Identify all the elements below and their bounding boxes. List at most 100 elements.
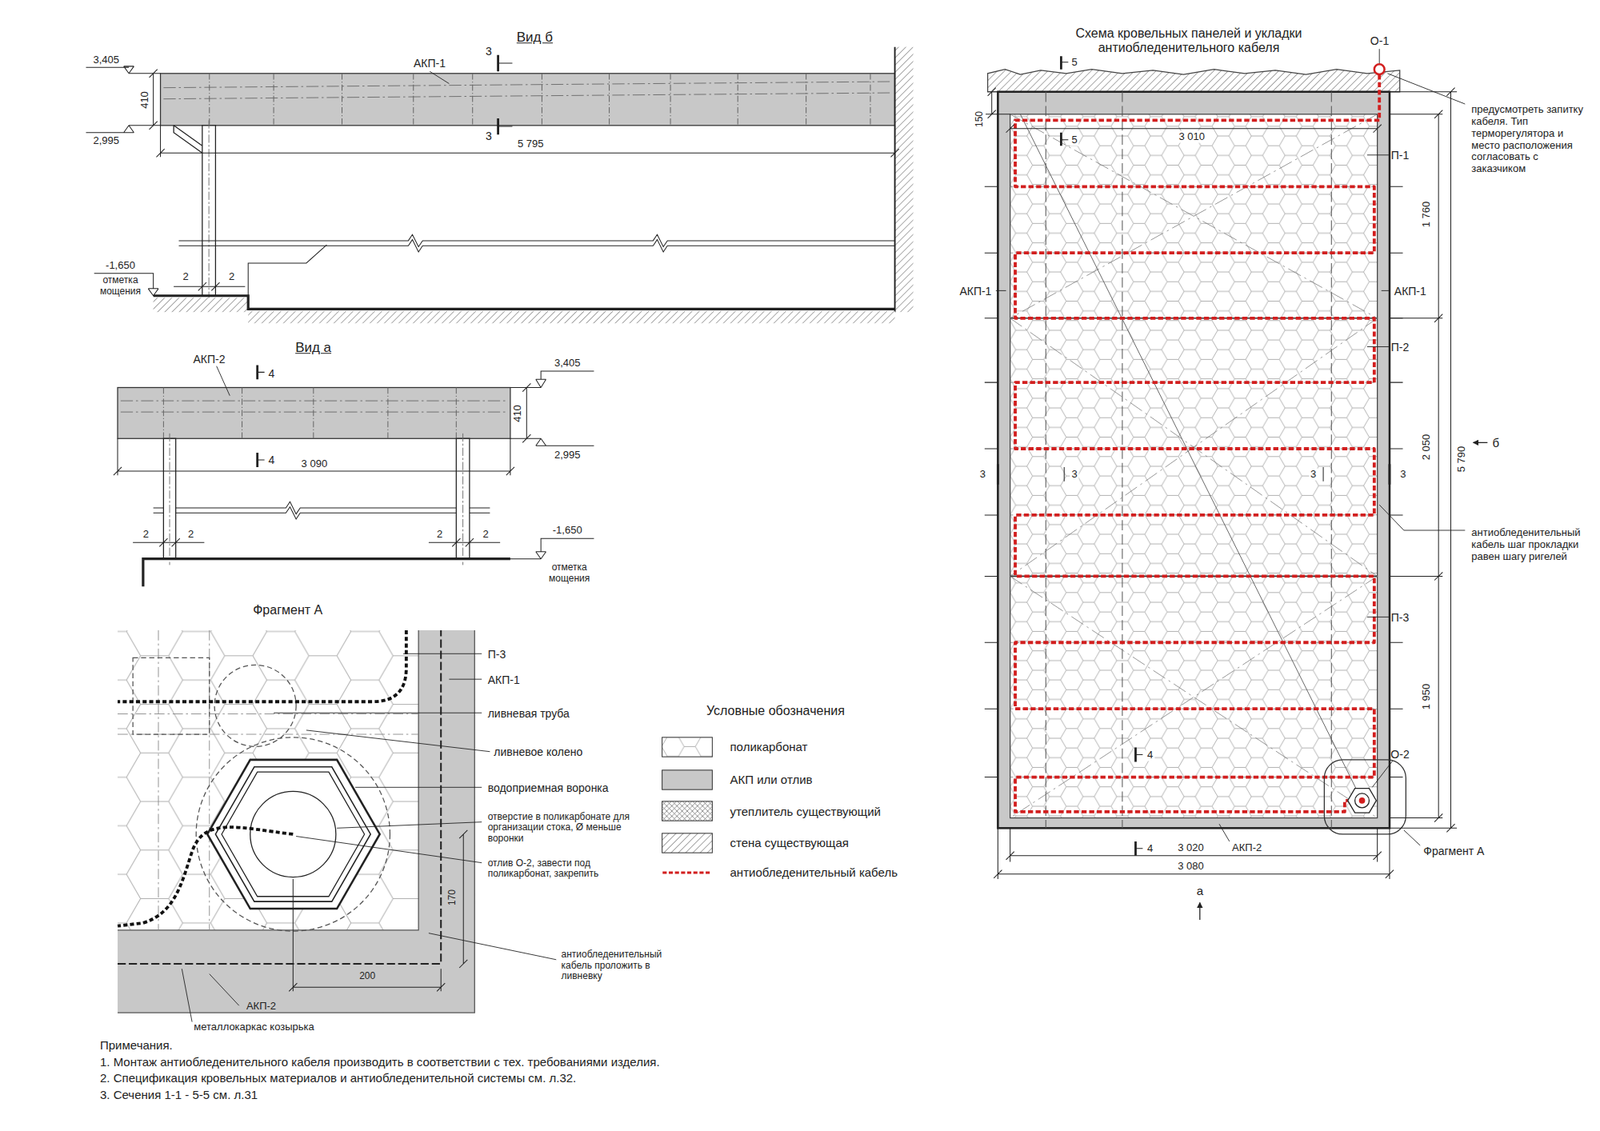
note-heading: Примечания. — [100, 1039, 173, 1053]
elevation-mark: 3,405 — [554, 357, 581, 370]
section-mark: 3 — [485, 44, 492, 58]
drawing-line — [117, 388, 511, 440]
dimension: 170 — [447, 889, 459, 906]
part-name: АКП-1 — [1394, 284, 1427, 297]
callout-text: металлокаркас козырька — [193, 1021, 315, 1034]
legend-swatch — [661, 736, 713, 758]
elevation-mark: -1,650 — [552, 524, 583, 537]
drawing-line — [1389, 110, 1443, 823]
panel-name: П-1 — [1391, 148, 1410, 162]
callout-text: ливневая труба — [488, 707, 570, 720]
part-name: АКП-2 — [192, 352, 225, 366]
view-arrow: б — [1492, 436, 1500, 450]
dimension: 200 — [359, 971, 376, 983]
drawing-line — [1359, 797, 1366, 804]
drawing-line — [510, 371, 595, 388]
drawing-line — [1045, 92, 1332, 829]
callout-text: водоприемная воронка — [488, 781, 609, 795]
legend-text: антиобледенительный кабель — [730, 865, 898, 880]
legend-item: антиобледенительный кабель — [661, 862, 898, 884]
drawing-line — [510, 538, 595, 560]
drawing-line — [1010, 114, 1378, 819]
legend-swatch — [661, 769, 713, 791]
drawing-line — [288, 879, 445, 992]
drawing-line — [169, 433, 464, 565]
legend-text: утеплитель существующий — [730, 804, 881, 819]
legend-item: поликарбонат — [661, 736, 808, 758]
dimension: 3 090 — [301, 458, 328, 471]
drawing-line — [221, 772, 365, 897]
drawing-line — [522, 383, 531, 443]
dimension: 3 010 — [1177, 130, 1208, 143]
elevation-view-a — [113, 364, 595, 587]
legend-title: Условные обозначения — [706, 704, 845, 719]
dimension: 410 — [139, 91, 152, 109]
section-mark: 3 — [1400, 468, 1406, 481]
panel-name: П-2 — [1391, 340, 1410, 354]
swatch-fill — [661, 737, 712, 757]
plan-title: Схема кровельных панелей и укладки антио… — [1056, 26, 1322, 56]
note-text: 2. Спецификация кровельных материалов и … — [100, 1072, 576, 1086]
part-name: АКП-1 — [488, 672, 520, 686]
callout-text: отверстие в поликарбонате для организаци… — [488, 812, 647, 845]
drawing-line — [156, 125, 899, 158]
legend-swatch — [661, 832, 713, 854]
section-mark: 4 — [268, 453, 275, 467]
part-name: О-2 — [1390, 748, 1409, 761]
part-name: АКП-1 — [413, 56, 446, 70]
drawing-line — [985, 88, 1011, 119]
drawing-line — [510, 438, 595, 446]
drawing-line — [996, 73, 1466, 846]
elevation-mark: 2,995 — [92, 135, 120, 148]
dimension: 410 — [511, 404, 524, 423]
elevation-view-b — [85, 47, 913, 324]
section-mark: 3 — [485, 129, 492, 143]
drawing-line — [1199, 902, 1200, 920]
dimension: 1 950 — [1420, 684, 1433, 711]
dimension: 2 — [188, 528, 194, 541]
callout-text: предусмотреть запитку кабеля. Тип термор… — [1471, 104, 1592, 176]
section-mark: 3 — [1069, 468, 1079, 481]
drawing-line — [1355, 793, 1370, 808]
drawing-line — [997, 56, 1390, 856]
dimension: 2 050 — [1420, 433, 1433, 460]
drawing-line — [153, 297, 249, 312]
view-arrow: а — [1196, 884, 1204, 898]
dimension: 5 790 — [1455, 446, 1468, 473]
drawing-line — [163, 388, 456, 440]
part-name: АКП-2 — [246, 1000, 276, 1012]
dimension: 2 — [143, 528, 149, 541]
drawing-line — [250, 791, 336, 877]
dimension: 2 — [482, 528, 488, 541]
elevation-note: отметка мощения — [91, 276, 151, 299]
part-name: АКП-2 — [1232, 841, 1262, 854]
drawing-line — [1389, 88, 1457, 833]
callout-text: антиобледенительный кабель проложить в л… — [561, 949, 689, 983]
fragment-title: Фрагмент А — [252, 603, 323, 618]
drawing-line — [496, 55, 500, 135]
drawing-line — [117, 630, 407, 702]
callout-text: отлив О-2, завести под поликарбонат, зак… — [488, 858, 641, 881]
drawing-line — [248, 244, 327, 296]
swatch-fill — [661, 801, 712, 821]
swatch-fill — [661, 832, 712, 852]
drawing-line — [1324, 760, 1406, 835]
drawing-line — [988, 69, 1400, 92]
dimension: 2 — [182, 270, 188, 283]
drawing-line — [117, 630, 475, 1013]
dimension: 150 — [974, 111, 986, 128]
part-name: АКП-1 — [959, 284, 992, 297]
drawing-line — [1060, 62, 1324, 849]
section-mark: 5 — [1069, 133, 1079, 146]
drawing-line — [997, 92, 1390, 829]
legend-text: поликарбонат — [730, 740, 808, 754]
dimension: 1 760 — [1420, 201, 1433, 228]
drawing-line — [1010, 186, 1378, 777]
drawing-line — [120, 400, 508, 412]
drawing-line — [993, 828, 1394, 880]
legend-item: АКП или отлив — [661, 769, 813, 791]
note-text: 3. Сечения 1-1 - 5-5 см. л.31 — [100, 1088, 258, 1102]
panel-name: П-3 — [1391, 611, 1410, 624]
legend-text: стена существующая — [730, 836, 849, 850]
